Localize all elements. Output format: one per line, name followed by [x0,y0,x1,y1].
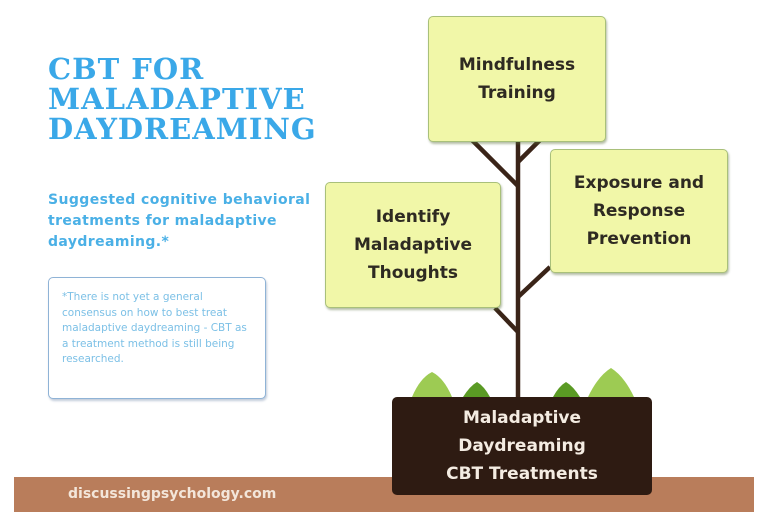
page-title: CBT FOR MALADAPTIVE DAYDREAMING [48,54,317,144]
branch-card-mindfulness: Mindfulness Training [428,16,606,142]
branch-label: Mindfulness Training [458,55,576,103]
site-url: discussingpsychology.com [68,486,277,502]
leaf-icon [463,382,490,397]
leaf-icon [588,368,634,397]
title-line-1: CBT FOR [48,52,205,86]
disclaimer-note: *There is not yet a general consensus on… [48,277,266,399]
title-line-2: MALADAPTIVE [48,82,306,116]
branch-left-lower [493,306,520,334]
branch-right-lower [516,265,552,299]
branch-label: Identify Maladaptive Thoughts [353,207,473,283]
title-line-3: DAYDREAMING [48,112,317,146]
subtitle: Suggested cognitive behavioral treatment… [48,192,311,250]
branch-card-identify-thoughts: Identify Maladaptive Thoughts [325,182,501,308]
root-box: Maladaptive Daydreaming CBT Treatments [392,397,652,495]
branch-left-top [470,138,520,188]
leaf-icon [412,372,452,397]
root-label: Maladaptive Daydreaming CBT Treatments [446,408,598,484]
branch-label: Exposure and Response Prevention [573,173,705,249]
leaf-icon [553,382,580,397]
disclaimer-text: *There is not yet a general consensus on… [62,291,247,365]
branch-right-top [516,138,542,164]
branch-card-exposure: Exposure and Response Prevention [550,149,728,273]
